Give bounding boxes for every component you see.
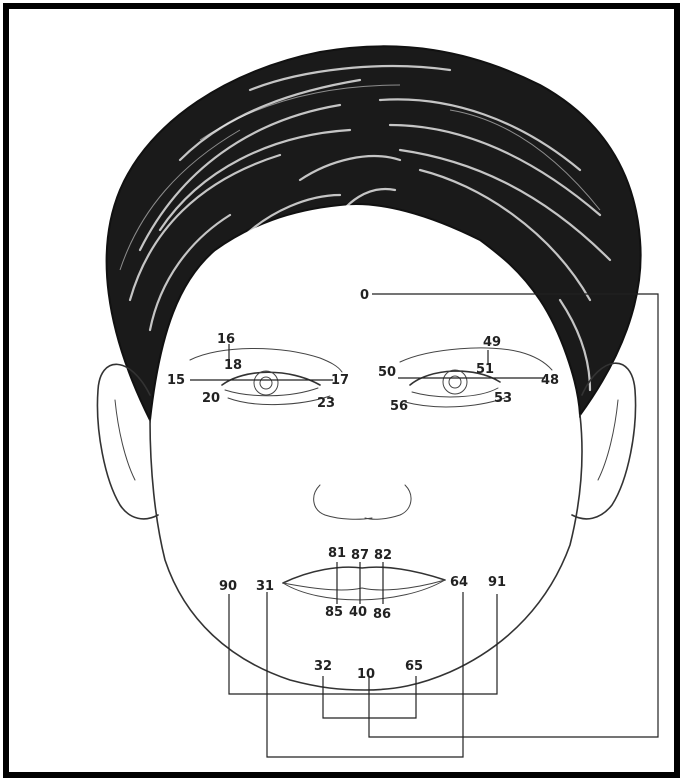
label-51: 51 (476, 362, 494, 377)
label-15: 15 (167, 373, 185, 388)
label-81: 81 (328, 546, 346, 561)
label-87: 87 (351, 548, 369, 563)
label-49: 49 (483, 335, 501, 350)
label-56: 56 (390, 399, 408, 414)
label-23: 23 (317, 396, 335, 411)
label-0: 0 (360, 288, 369, 303)
label-48: 48 (541, 373, 559, 388)
label-10: 10 (357, 667, 375, 682)
label-32: 32 (314, 659, 332, 674)
label-40: 40 (349, 605, 367, 620)
label-16: 16 (217, 332, 235, 347)
label-50: 50 (378, 365, 396, 380)
label-20: 20 (202, 391, 220, 406)
label-82: 82 (374, 548, 392, 563)
label-53: 53 (494, 391, 512, 406)
label-91: 91 (488, 575, 506, 590)
label-85: 85 (325, 605, 343, 620)
label-65: 65 (405, 659, 423, 674)
label-90: 90 (219, 579, 237, 594)
label-86: 86 (373, 607, 391, 622)
label-18: 18 (224, 358, 242, 373)
label-31: 31 (256, 579, 274, 594)
label-64: 64 (450, 575, 468, 590)
label-17: 17 (331, 373, 349, 388)
